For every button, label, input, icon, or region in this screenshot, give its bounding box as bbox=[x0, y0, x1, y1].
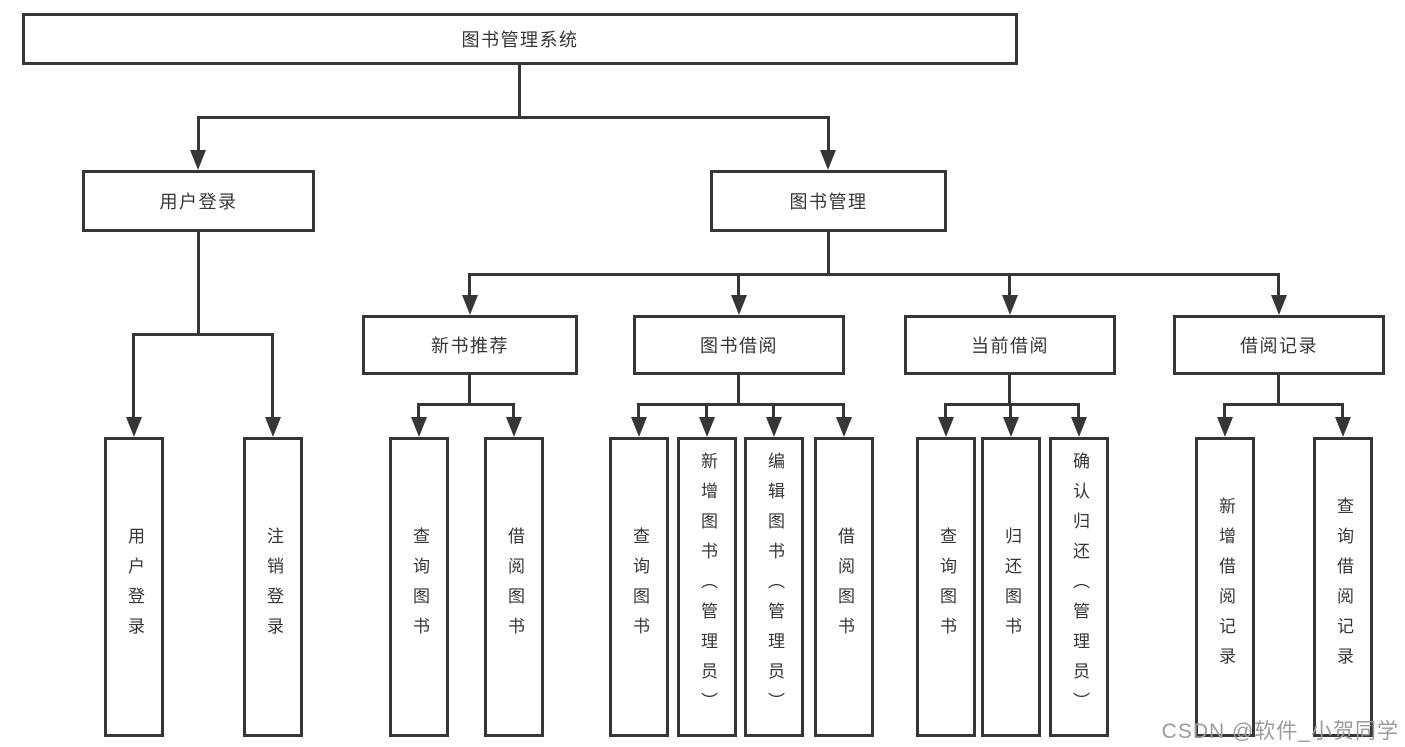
connector-drop bbox=[772, 403, 775, 419]
connector-root-hline bbox=[197, 116, 830, 119]
arrow-down-icon bbox=[836, 417, 852, 437]
connector-drop-book-management bbox=[827, 116, 830, 152]
connector-current-borrow-stem bbox=[1008, 373, 1011, 405]
connector-drop-current-borrow bbox=[1008, 273, 1011, 297]
arrow-down-icon bbox=[1217, 417, 1233, 437]
connector-drop-new-book bbox=[468, 273, 471, 297]
connector-book-borrow-hline bbox=[637, 403, 845, 406]
connector-book-borrow-stem bbox=[737, 373, 740, 405]
arrow-down-icon bbox=[506, 417, 522, 437]
leaf-user-login: 用户登录 bbox=[104, 437, 164, 737]
arrow-down-icon bbox=[631, 417, 647, 437]
arrow-down-icon bbox=[265, 417, 281, 437]
arrow-down-icon bbox=[1003, 417, 1019, 437]
node-borrowing-records: 借阅记录 bbox=[1173, 315, 1385, 375]
connector-drop bbox=[1009, 403, 1012, 419]
leaf-confirm-return-admin: 确认归还（管理员） bbox=[1049, 437, 1109, 737]
connector-root-stem bbox=[518, 64, 521, 117]
connector-drop bbox=[842, 403, 845, 419]
leaf-add-books-admin: 新增图书（管理员） bbox=[677, 437, 737, 737]
node-book-management: 图书管理 bbox=[710, 170, 947, 232]
csdn-watermark: CSDN @软件_小贺同学 bbox=[1161, 720, 1399, 743]
arrow-down-icon bbox=[731, 295, 747, 315]
node-user-login: 用户登录 bbox=[82, 170, 315, 232]
arrow-down-icon bbox=[766, 417, 782, 437]
connector-drop-leaf-logout bbox=[271, 333, 274, 419]
connector-book-management-stem bbox=[827, 230, 830, 275]
connector-drop bbox=[944, 403, 947, 419]
connector-book-management-hline bbox=[468, 273, 1280, 276]
arrow-down-icon bbox=[462, 295, 478, 315]
arrow-down-icon bbox=[126, 417, 142, 437]
connector-user-login-stem bbox=[197, 230, 200, 335]
leaf-add-borrow-record: 新增借阅记录 bbox=[1195, 437, 1255, 737]
node-new-book-recommendation: 新书推荐 bbox=[362, 315, 578, 375]
leaf-borrow-books-recommend: 借阅图书 bbox=[484, 437, 544, 737]
leaf-query-books-current: 查询图书 bbox=[916, 437, 976, 737]
connector-drop bbox=[1341, 403, 1344, 419]
connector-drop-user-login bbox=[197, 116, 200, 152]
leaf-logout: 注销登录 bbox=[243, 437, 303, 737]
connector-drop bbox=[637, 403, 640, 419]
connector-borrow-records-hline bbox=[1223, 403, 1344, 406]
node-library-management-system: 图书管理系统 bbox=[22, 13, 1018, 65]
connector-drop bbox=[1223, 403, 1226, 419]
leaf-query-books-borrow: 查询图书 bbox=[609, 437, 669, 737]
leaf-borrow-books: 借阅图书 bbox=[814, 437, 874, 737]
arrow-down-icon bbox=[1271, 295, 1287, 315]
connector-new-book-hline bbox=[417, 403, 515, 406]
leaf-edit-books-admin: 编辑图书（管理员） bbox=[744, 437, 804, 737]
connector-drop-leaf-user-login bbox=[132, 333, 135, 419]
arrow-down-icon bbox=[820, 150, 836, 170]
connector-borrow-records-stem bbox=[1277, 373, 1280, 405]
arrow-down-icon bbox=[190, 150, 206, 170]
leaf-query-borrow-record: 查询借阅记录 bbox=[1313, 437, 1373, 737]
connector-drop bbox=[417, 403, 420, 419]
arrow-down-icon bbox=[411, 417, 427, 437]
connector-drop bbox=[705, 403, 708, 419]
connector-drop bbox=[512, 403, 515, 419]
node-book-borrowing: 图书借阅 bbox=[633, 315, 845, 375]
arrow-down-icon bbox=[699, 417, 715, 437]
connector-current-borrow-hline bbox=[944, 403, 1080, 406]
connector-user-login-hline bbox=[132, 333, 274, 336]
connector-new-book-stem bbox=[468, 373, 471, 405]
arrow-down-icon bbox=[1002, 295, 1018, 315]
arrow-down-icon bbox=[938, 417, 954, 437]
leaf-query-books-recommend: 查询图书 bbox=[389, 437, 449, 737]
node-current-borrowing: 当前借阅 bbox=[904, 315, 1116, 375]
connector-drop-borrow-records bbox=[1277, 273, 1280, 297]
arrow-down-icon bbox=[1335, 417, 1351, 437]
leaf-return-books: 归还图书 bbox=[981, 437, 1041, 737]
connector-drop bbox=[1077, 403, 1080, 419]
arrow-down-icon bbox=[1071, 417, 1087, 437]
connector-drop-book-borrow bbox=[737, 273, 740, 297]
